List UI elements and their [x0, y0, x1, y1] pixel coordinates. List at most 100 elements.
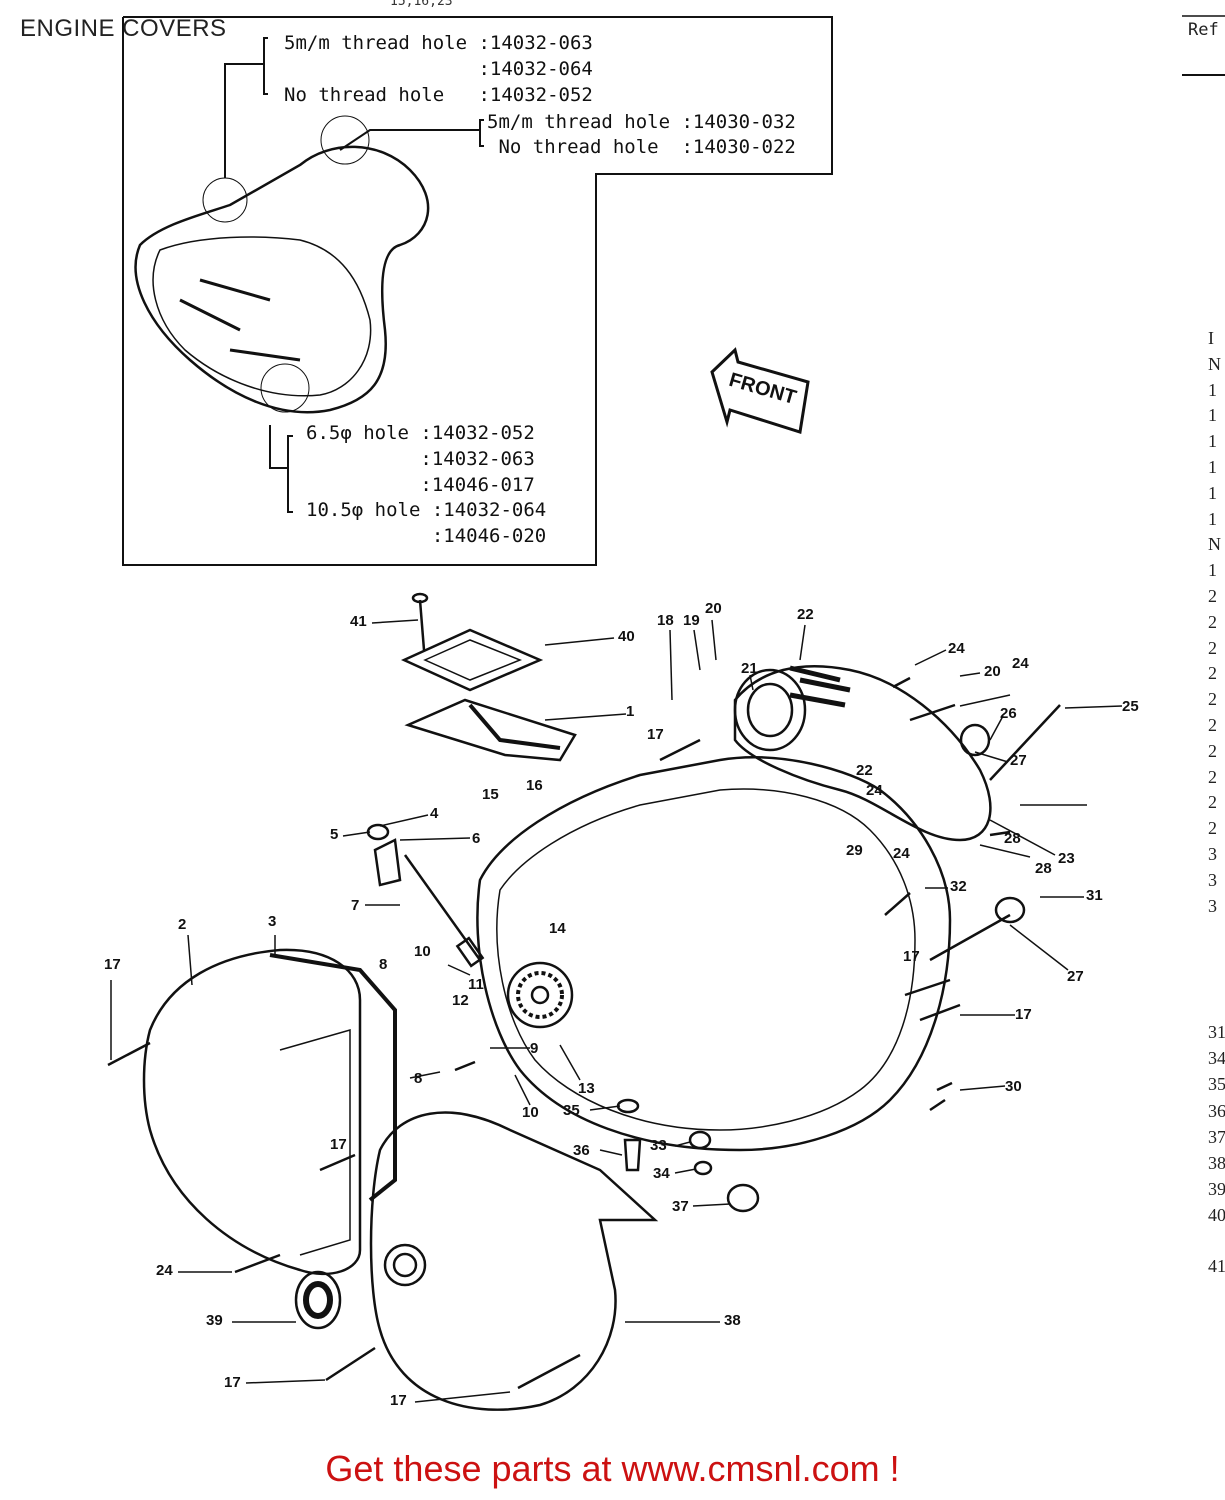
ref-column-row: N: [1208, 353, 1221, 374]
ref-column-row: 41: [1208, 1255, 1225, 1276]
ref-column-row: 2: [1208, 689, 1217, 710]
part-callout: 20: [705, 600, 722, 617]
part-callout: 40: [618, 628, 635, 645]
part-callout: 37: [672, 1198, 689, 1215]
thread-note-3: No thread hole :14032-052: [284, 84, 593, 106]
ref-column-row: 2: [1208, 818, 1217, 839]
crankcase-cover: [476, 756, 952, 1152]
part-callout: 21: [741, 660, 758, 677]
part-callout: 13: [578, 1080, 595, 1097]
part-callout: 23: [1058, 850, 1075, 867]
part-callout: 5: [330, 826, 339, 843]
ref-column-header: Ref: [1188, 20, 1219, 40]
ref-column-row: 3: [1208, 895, 1217, 916]
hole-note-4: 10.5φ hole :14032-064: [306, 499, 547, 521]
part-callout: 17: [903, 948, 920, 965]
part-callout: 18: [657, 612, 674, 629]
hole-note-1: 6.5φ hole :14032-052: [306, 422, 535, 444]
ref-column-row: 2: [1208, 792, 1217, 813]
thread-note-1: 5m/m thread hole :14032-063: [284, 32, 593, 54]
top-reference: 15,16,23: [390, 0, 453, 9]
part-callout: 35: [563, 1102, 580, 1119]
part-callout: 38: [724, 1312, 741, 1329]
ref-column-row: 38: [1208, 1153, 1225, 1173]
part-callout: 27: [1010, 752, 1027, 769]
ref-column-row: 2: [1208, 637, 1217, 658]
ref-column-row: 35: [1208, 1074, 1225, 1095]
ref-column-row: 2: [1208, 740, 1217, 761]
part-callout: 9: [530, 1040, 539, 1057]
part-callout: 14: [549, 920, 566, 937]
part-1-cover: [404, 698, 577, 762]
part-callout: 24: [948, 640, 965, 657]
ref-column-row: 2: [1208, 586, 1217, 606]
ref-column-row: 1: [1208, 508, 1217, 529]
part-38-cover: [369, 1111, 659, 1411]
part-callout: 15: [482, 786, 499, 803]
part-callout: 34: [653, 1165, 670, 1182]
ref-column-row: 40: [1208, 1205, 1225, 1226]
part-callout: 3: [268, 913, 277, 930]
part-callout: 39: [206, 1312, 223, 1329]
part-callout: 17: [330, 1136, 347, 1153]
part-callout: 17: [390, 1392, 407, 1409]
part-callout: 28: [1004, 830, 1021, 847]
ref-column-row: 2: [1208, 611, 1217, 632]
part-callout: 25: [1122, 698, 1139, 715]
ref-column-row: 3: [1208, 844, 1217, 864]
part-callout: 17: [647, 726, 664, 743]
part-callout: 36: [573, 1142, 590, 1159]
part-callout: 27: [1067, 968, 1084, 985]
front-arrow-icon: [710, 347, 810, 434]
ref-column-row: 39: [1208, 1179, 1225, 1200]
thread-note-2: :14032-064: [284, 58, 593, 80]
part-callout: 30: [1005, 1078, 1022, 1095]
part-callout: 12: [452, 992, 469, 1009]
part-callout: 6: [472, 830, 481, 847]
part-2-cover: [142, 948, 362, 1276]
part-callout: 28: [1035, 860, 1052, 877]
part-callout: 8: [379, 956, 388, 973]
leader-lines: [110, 619, 1123, 1403]
ref-column-row: 1: [1208, 405, 1217, 426]
ref-column-row: 3: [1208, 869, 1217, 890]
ref-column-row: 36: [1208, 1100, 1225, 1121]
ref-column-row: 1: [1208, 482, 1217, 503]
part-callout: 32: [950, 878, 967, 895]
part-callout: 24: [1012, 655, 1029, 672]
main-parts: [107, 592, 1061, 1411]
part-callout: 22: [856, 762, 873, 779]
part-callout: 8: [414, 1070, 423, 1087]
part-callout: 16: [526, 777, 543, 794]
ref-column-row: I: [1208, 328, 1214, 348]
part-callout: 2: [178, 916, 187, 933]
hole-note-5: :14046-020: [306, 525, 547, 547]
part-callout: 22: [797, 606, 814, 623]
plug-note-2: No thread hole :14030-022: [487, 136, 796, 158]
ref-column-row: 2: [1208, 663, 1217, 684]
part-callout: 26: [1000, 705, 1017, 722]
part-callout: 10: [414, 943, 431, 960]
ref-column-row: 1: [1208, 457, 1217, 477]
hole-note-3: :14046-017: [306, 474, 535, 496]
ref-column-row: 2: [1208, 715, 1217, 735]
part-40-plate: [400, 628, 544, 692]
ref-column-row: 37: [1208, 1126, 1225, 1147]
part-callout: 24: [893, 845, 910, 862]
part-callout: 29: [846, 842, 863, 859]
part-callout: 41: [350, 613, 367, 630]
ref-column-row: N: [1208, 534, 1221, 555]
inset-frame: [122, 16, 833, 566]
inset-cover-sketch: [134, 115, 430, 414]
hole-note-2: :14032-063: [306, 448, 535, 470]
part-callout: 20: [984, 663, 1001, 680]
ref-column-row: 1: [1208, 560, 1217, 581]
promo-link[interactable]: Get these parts at www.cmsnl.com !: [325, 1448, 900, 1489]
ref-column-row: 34: [1208, 1048, 1225, 1069]
ref-column-row: 1: [1208, 431, 1217, 452]
part-callout: 7: [351, 897, 360, 914]
part-callout: 24: [866, 782, 883, 799]
part-callout: 17: [224, 1374, 241, 1391]
part-callout: 17: [1015, 1006, 1032, 1023]
part-callout: 10: [522, 1104, 539, 1121]
